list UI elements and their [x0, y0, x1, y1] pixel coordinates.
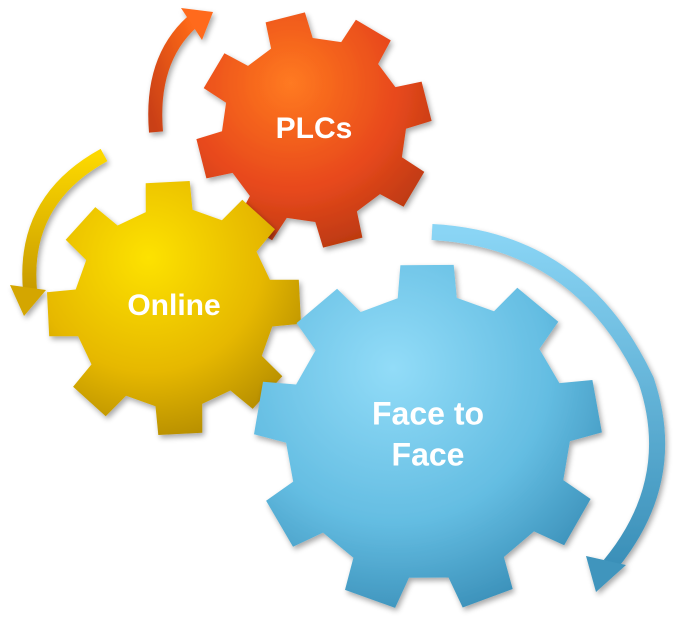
gear-label-online: Online — [127, 289, 220, 322]
gear-online — [47, 181, 301, 435]
gear-label-face-line1: Face to — [372, 395, 484, 431]
arrow-plcs — [148, 8, 213, 133]
gear-plcs — [196, 12, 432, 248]
arrow-online — [10, 148, 108, 316]
gear-label-face-line2: Face — [392, 436, 465, 472]
gear-face — [254, 264, 602, 608]
arrow-face — [431, 224, 666, 592]
gear-label-plcs: PLCs — [276, 112, 353, 145]
